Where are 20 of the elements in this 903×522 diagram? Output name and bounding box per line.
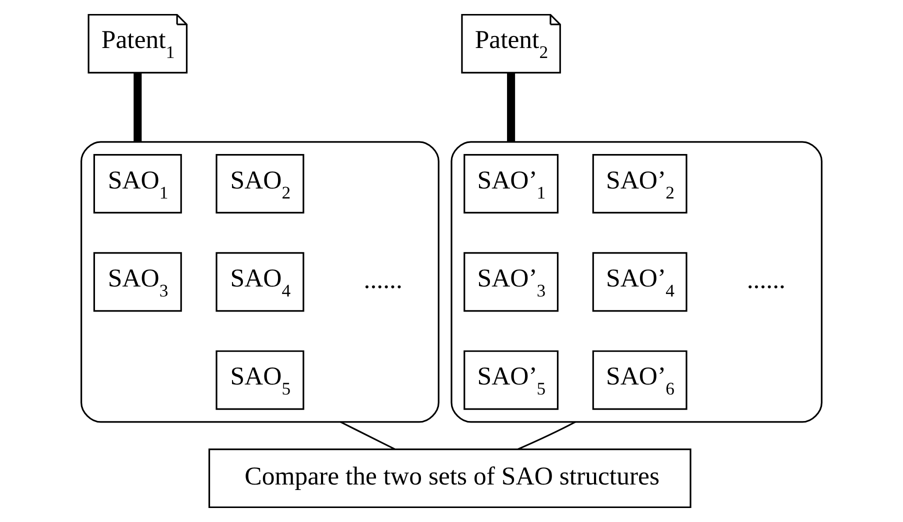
- node-box: SAO’$_{5}$: [464, 350, 559, 410]
- cluster: [450, 141, 822, 423]
- node-box: SAO’$_{1}$: [464, 154, 559, 214]
- node-box: SAO$_{4}$: [216, 252, 304, 312]
- node-box: SAO$_{1}$: [93, 154, 182, 214]
- node-box: SAO’$_{6}$: [592, 350, 688, 410]
- connector: [507, 73, 516, 142]
- node-box: SAO$_{2}$: [216, 154, 304, 214]
- label: ......: [364, 265, 402, 294]
- label: ......: [746, 265, 786, 294]
- node-box: SAO’$_{4}$: [592, 252, 688, 312]
- connector: [518, 421, 576, 450]
- node-box: SAO$_{5}$: [216, 350, 304, 410]
- connector: [134, 73, 142, 142]
- node-box: SAO’$_{3}$: [464, 252, 559, 312]
- connector: [340, 421, 396, 450]
- node-box: SAO’$_{2}$: [592, 154, 688, 214]
- node-box: SAO$_{3}$: [93, 252, 182, 312]
- cluster: [80, 141, 440, 423]
- node-box: Compare the two sets of SAO structures: [208, 448, 692, 508]
